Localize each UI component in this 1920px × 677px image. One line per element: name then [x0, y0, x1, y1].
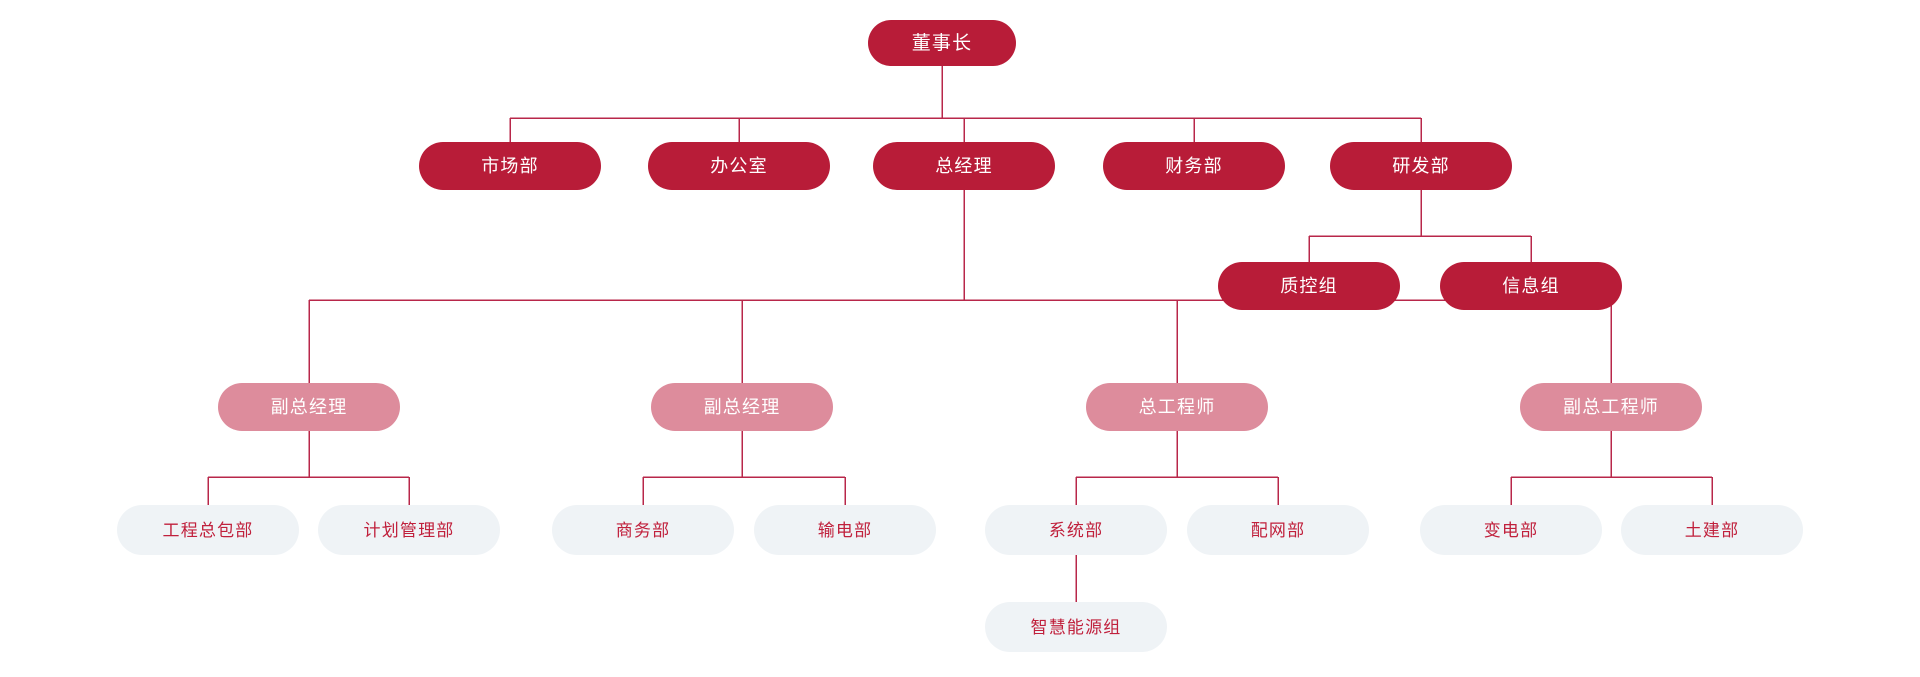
org-node-label: 总经理 — [935, 156, 993, 176]
org-node-epc[interactable]: 工程总包部 — [117, 505, 299, 555]
org-node-deputy-gm-1[interactable]: 副总经理 — [218, 383, 400, 431]
org-node-substation[interactable]: 变电部 — [1420, 505, 1602, 555]
org-node-label: 输电部 — [817, 520, 873, 540]
org-node-chief-engineer[interactable]: 总工程师 — [1086, 383, 1268, 431]
org-node-label: 副总经理 — [270, 397, 348, 417]
org-node-label: 副总工程师 — [1563, 397, 1659, 417]
org-node-office[interactable]: 办公室 — [648, 142, 830, 190]
org-node-rnd[interactable]: 研发部 — [1330, 142, 1512, 190]
org-node-information[interactable]: 信息组 — [1440, 262, 1622, 310]
org-node-finance[interactable]: 财务部 — [1103, 142, 1285, 190]
org-node-label: 总工程师 — [1138, 397, 1216, 417]
org-node-system[interactable]: 系统部 — [985, 505, 1167, 555]
org-node-transmission[interactable]: 输电部 — [754, 505, 936, 555]
org-node-marketing[interactable]: 市场部 — [419, 142, 601, 190]
org-node-label: 土建部 — [1684, 520, 1740, 540]
org-node-label: 办公室 — [710, 156, 768, 176]
org-node-label: 系统部 — [1048, 520, 1104, 540]
org-node-label: 计划管理部 — [363, 520, 455, 540]
org-node-label: 工程总包部 — [162, 520, 254, 540]
org-node-quality-control[interactable]: 质控组 — [1218, 262, 1400, 310]
org-node-label: 董事长 — [911, 32, 973, 54]
org-node-label: 变电部 — [1483, 520, 1539, 540]
org-node-label: 市场部 — [481, 156, 539, 176]
org-node-distribution[interactable]: 配网部 — [1187, 505, 1369, 555]
org-node-deputy-gm-2[interactable]: 副总经理 — [651, 383, 833, 431]
org-node-general-manager[interactable]: 总经理 — [873, 142, 1055, 190]
org-node-planning[interactable]: 计划管理部 — [318, 505, 500, 555]
org-node-label: 配网部 — [1250, 520, 1306, 540]
org-node-commerce[interactable]: 商务部 — [552, 505, 734, 555]
org-node-label: 商务部 — [615, 520, 671, 540]
org-node-label: 质控组 — [1280, 276, 1338, 296]
org-node-label: 信息组 — [1502, 276, 1560, 296]
org-node-chairman[interactable]: 董事长 — [868, 20, 1016, 66]
org-node-label: 研发部 — [1392, 156, 1450, 176]
org-node-label: 副总经理 — [703, 397, 781, 417]
org-node-civil[interactable]: 土建部 — [1621, 505, 1803, 555]
org-node-deputy-chief-eng[interactable]: 副总工程师 — [1520, 383, 1702, 431]
org-node-label: 财务部 — [1165, 156, 1223, 176]
org-node-smart-energy[interactable]: 智慧能源组 — [985, 602, 1167, 652]
org-node-label: 智慧能源组 — [1030, 617, 1122, 637]
